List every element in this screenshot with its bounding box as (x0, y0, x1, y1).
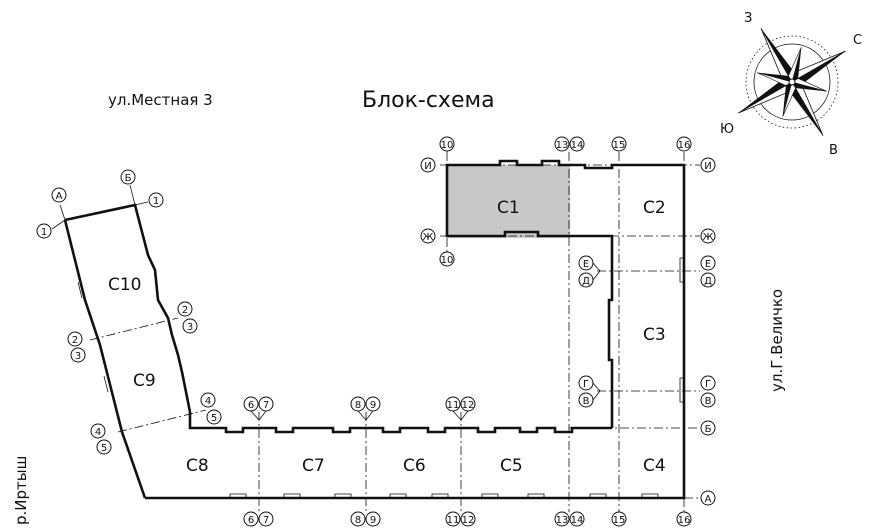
axis-label-top-10: 10 (441, 140, 454, 151)
axis-markers-inner-right: Е Д Г В (578, 255, 601, 408)
section-c6-label[interactable]: С6 (403, 456, 426, 476)
axis-label-left-2a: 2 (72, 335, 78, 346)
axis-label-left-5a: 5 (101, 443, 107, 454)
section-c5-label[interactable]: С5 (500, 456, 523, 476)
axis-label-inner-D: Д (582, 276, 590, 287)
axis-label-top-15: 15 (613, 140, 626, 151)
section-c1-highlight[interactable] (447, 165, 570, 238)
axis-label-left-5b: 5 (211, 413, 217, 424)
axis-label-bottom-12: 12 (462, 515, 475, 526)
axis-label-left-A: А (56, 191, 63, 202)
axis-label-top-13: 13 (556, 140, 569, 151)
axis-label-mid-9: 9 (370, 400, 376, 411)
compass-south-label: Ю (720, 122, 734, 137)
axis-label-mid-6: 6 (248, 400, 254, 411)
axis-label-right-Zh: Ж (703, 232, 714, 243)
street-label-top-left: ул.Местная 3 (108, 91, 213, 109)
axis-label-left-4b: 4 (205, 396, 211, 407)
axis-label-bottom-7: 7 (263, 515, 269, 526)
axis-label-inner-G: Г (583, 379, 589, 390)
axis-label-mid-8: 8 (355, 400, 361, 411)
building-outline (63, 159, 686, 500)
axis-markers-middle: 6 7 8 9 11 12 (243, 396, 476, 421)
axis-label-inner-E: Е (583, 259, 589, 270)
section-c8-label[interactable]: С8 (186, 456, 209, 476)
street-label-right: ул.Г.Величко (768, 289, 786, 392)
section-c3-label[interactable]: С3 (643, 325, 666, 345)
river-label-left: р.Иртыш (12, 456, 30, 525)
axis-label-right-B: Б (705, 424, 712, 435)
axis-label-bottom-6: 6 (248, 515, 254, 526)
compass-east-label: В (829, 143, 838, 158)
axis-label-left-4a: 4 (95, 427, 101, 438)
axis-label-left-2b: 2 (182, 305, 188, 316)
axis-label-bottom-14: 14 (571, 515, 584, 526)
axis-label-inner-V: В (583, 396, 590, 407)
axis-markers-c1: И Ж 10 (420, 157, 455, 267)
axis-label-bottom-8: 8 (355, 515, 361, 526)
axis-label-mid-12: 12 (462, 400, 475, 411)
section-c2-label[interactable]: С2 (643, 198, 666, 218)
axis-markers-top: 10 13 14 15 16 (439, 136, 692, 152)
section-c4-label[interactable]: С4 (643, 456, 666, 476)
compass-west-label: З (744, 11, 752, 26)
axis-label-mid-11: 11 (447, 400, 460, 411)
section-c1-label[interactable]: С1 (497, 198, 520, 218)
axis-label-right-I: И (704, 161, 711, 172)
axis-markers-right: И Ж Е Д Г В Б А (700, 157, 716, 506)
axis-markers-left-wing: А Б 1 1 2 3 2 3 4 5 4 5 (36, 169, 222, 455)
axis-label-c1-I: И (424, 161, 431, 172)
section-c10-label[interactable]: С10 (108, 275, 142, 295)
axis-label-left-1b: 1 (153, 196, 159, 207)
axis-label-top-16: 16 (678, 140, 691, 151)
axis-label-c1-bottom-10: 10 (441, 255, 454, 266)
axis-label-right-E: Е (705, 259, 711, 270)
axis-label-top-14: 14 (571, 140, 584, 151)
axis-label-c1-Zh: Ж (423, 232, 434, 243)
axis-label-left-3a: 3 (75, 351, 81, 362)
axis-label-bottom-16: 16 (678, 515, 691, 526)
axis-label-left-3b: 3 (187, 322, 193, 333)
axis-label-left-1a: 1 (41, 227, 47, 238)
axis-label-bottom-9: 9 (370, 515, 376, 526)
scheme-title: Блок-схема (362, 88, 495, 113)
section-c7-label[interactable]: С7 (302, 456, 325, 476)
axis-label-left-B: Б (125, 173, 132, 184)
compass-north-label: С (853, 33, 862, 48)
axis-label-mid-7: 7 (263, 400, 269, 411)
axis-label-bottom-13: 13 (556, 515, 569, 526)
axis-label-bottom-15: 15 (613, 515, 626, 526)
axis-label-right-D: Д (704, 276, 712, 287)
axis-label-bottom-11: 11 (447, 515, 460, 526)
section-c9-label[interactable]: С9 (133, 371, 156, 391)
axis-markers-bottom: 6 7 8 9 11 12 13 14 15 16 (243, 511, 692, 527)
axis-label-right-A: А (705, 494, 712, 505)
axis-label-right-V: В (705, 396, 712, 407)
compass-rose-icon (738, 28, 846, 136)
axis-label-right-G: Г (705, 379, 711, 390)
